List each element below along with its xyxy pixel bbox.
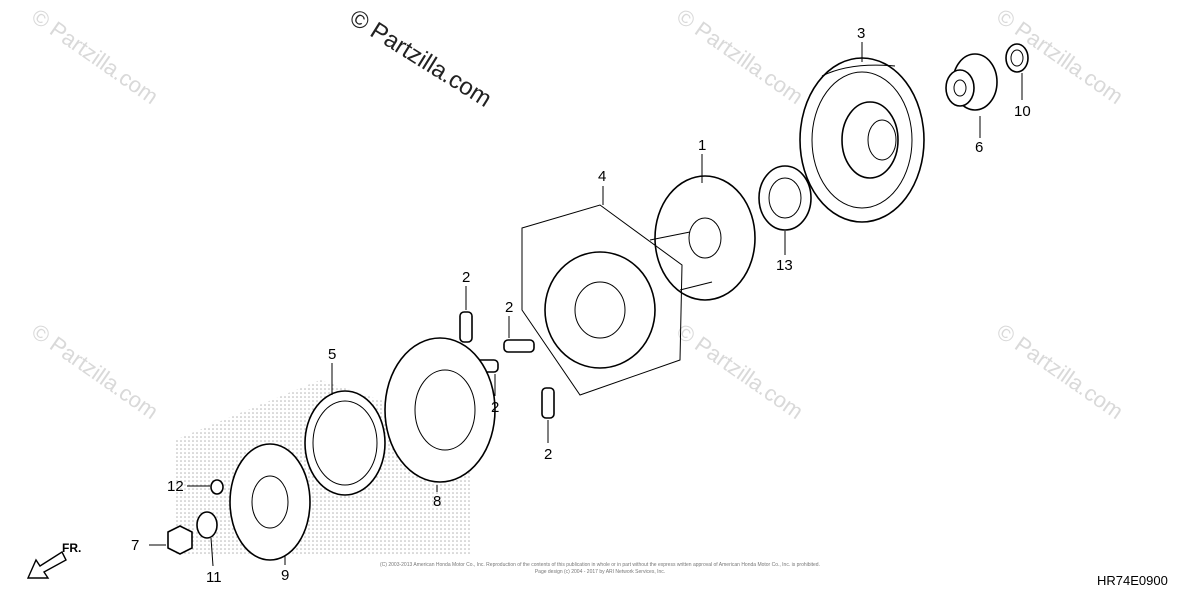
callout-9: 9 [281, 567, 289, 584]
part-11-washer [196, 511, 218, 539]
part-10-washer [1005, 43, 1029, 73]
part-5-ring [304, 390, 386, 496]
part-3-clutch-outer [799, 57, 925, 223]
watermark-main: © Partzilla.com [345, 4, 496, 113]
callout-3: 3 [857, 25, 865, 42]
diagram-code: HR74E0900 [1097, 573, 1168, 588]
callout-7: 7 [131, 537, 139, 554]
callout-1: 1 [698, 137, 706, 154]
part-1-drive-plate [649, 175, 756, 301]
part-7-nut [167, 525, 193, 555]
callout-2-upper-mid: 2 [505, 299, 513, 316]
callout-10: 10 [1014, 103, 1031, 120]
callout-11: 11 [206, 569, 222, 586]
watermark-faint: © Partzilla.com [672, 319, 808, 425]
callout-2-lower-mid: 2 [491, 399, 499, 416]
leader-lines [149, 42, 1023, 567]
part-8-plate [384, 337, 496, 483]
callout-2-top: 2 [462, 269, 470, 286]
watermark-faint: © Partzilla.com [672, 4, 808, 110]
copyright-line-1: (C) 2003-2013 American Honda Motor Co., … [380, 562, 820, 568]
part-4-clutch-weight-assembly [521, 204, 683, 396]
part-12-nut [210, 479, 224, 495]
callout-13: 13 [776, 257, 793, 274]
part-6-gear [945, 53, 998, 111]
copyright-notice: (C) 2003-2013 American Honda Motor Co., … [380, 562, 820, 575]
watermark-faint: © Partzilla.com [27, 4, 163, 110]
front-direction-marker: FR. [26, 541, 81, 579]
callout-5: 5 [328, 346, 336, 363]
callout-2-bottom: 2 [544, 446, 552, 463]
callout-6: 6 [975, 139, 983, 156]
callouts: 1 2 2 2 2 3 4 5 6 7 8 9 10 11 12 13 [131, 25, 1031, 586]
callout-4: 4 [598, 168, 606, 185]
part-9-plate [229, 443, 311, 561]
callout-8: 8 [433, 493, 441, 510]
front-label: FR. [62, 541, 81, 555]
watermark-faint: © Partzilla.com [992, 319, 1128, 425]
copyright-line-2: Page design (c) 2004 - 2017 by ARI Netwo… [535, 569, 665, 575]
callout-12: 12 [167, 478, 184, 495]
part-13-one-way-clutch [758, 165, 812, 231]
watermark-faint: © Partzilla.com [27, 319, 163, 425]
